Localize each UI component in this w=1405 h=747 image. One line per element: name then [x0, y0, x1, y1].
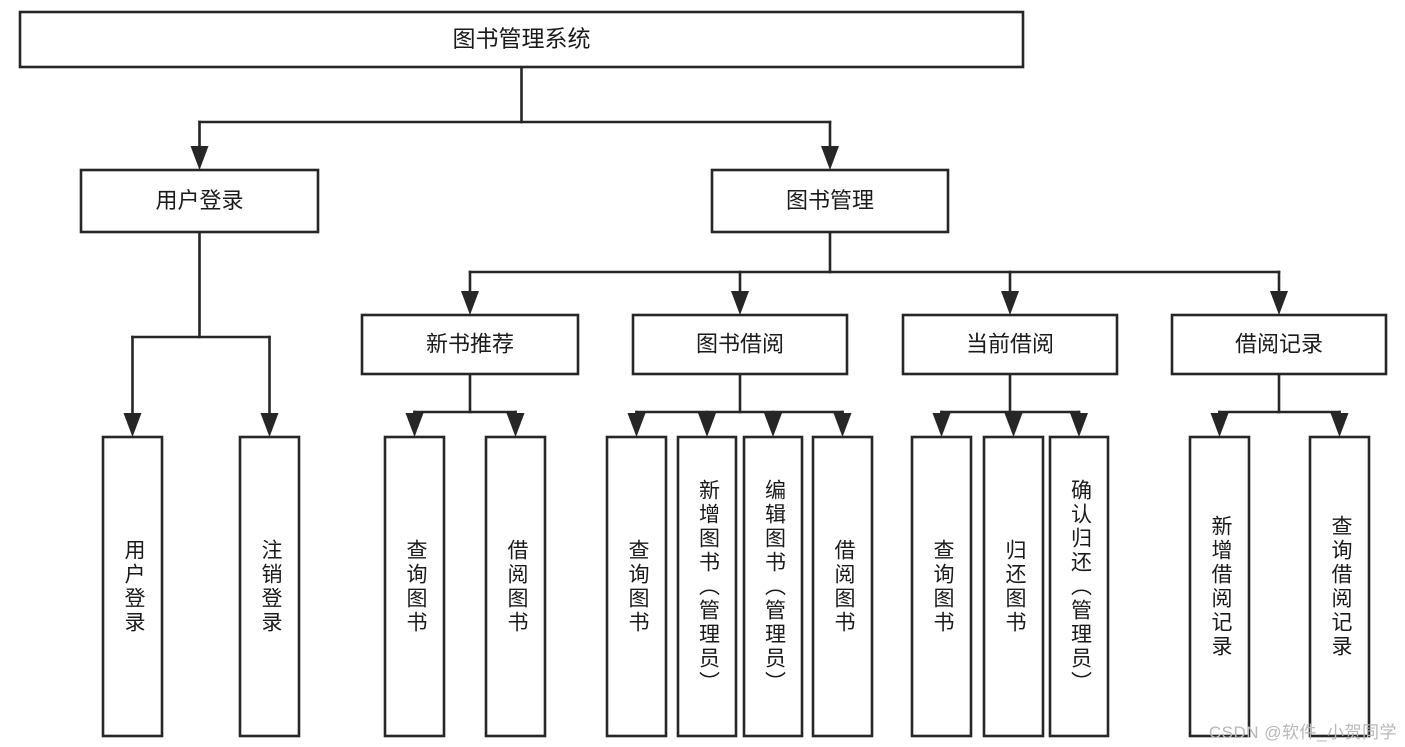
- arrow-head-icon: [764, 413, 782, 437]
- node-current-borrow-label: 当前借阅: [966, 331, 1054, 356]
- node-borrow-record[interactable]: 借阅记录: [1170, 313, 1388, 376]
- node-root-label: 图书管理系统: [453, 26, 591, 52]
- node-leaf-user-logout-box[interactable]: [238, 435, 301, 738]
- node-borrow-record-label: 借阅记录: [1235, 331, 1323, 356]
- node-book-manage-box: [710, 168, 950, 234]
- arrow-head-icon: [1210, 413, 1229, 437]
- node-leaf-return-book-box[interactable]: [982, 435, 1045, 738]
- node-current-borrow-box: [901, 313, 1119, 376]
- node-leaf-user-login-box[interactable]: [101, 435, 164, 738]
- node-new-book-recommend-label: 新书推荐: [426, 331, 514, 356]
- arrow-head-icon: [1330, 413, 1349, 437]
- node-leaf-confirm-return-box[interactable]: [1048, 435, 1110, 738]
- arrow-head-icon: [627, 413, 646, 437]
- node-root-box: [18, 10, 1025, 69]
- arrow-head-icon: [190, 146, 209, 170]
- arrow-head-icon: [461, 291, 479, 315]
- node-user-login-label: 用户登录: [155, 188, 243, 213]
- arrow-head-icon: [731, 291, 749, 315]
- arrow-head-icon: [405, 413, 424, 437]
- node-leaf-query-book-rec-box[interactable]: [383, 435, 446, 738]
- arrow-head-icon: [833, 413, 852, 437]
- arrow-head-icon: [123, 413, 142, 437]
- node-book-borrow[interactable]: 图书借阅: [631, 313, 849, 376]
- arrow-head-icon: [506, 413, 525, 437]
- node-leaf-add-book-box[interactable]: [676, 435, 738, 738]
- node-leaf-query-book-brw-box[interactable]: [605, 435, 668, 738]
- edges-layer: [123, 65, 1349, 437]
- csdn-watermark: CSDN @软件_小贺同学: [1208, 723, 1397, 742]
- node-current-borrow[interactable]: 当前借阅: [901, 313, 1119, 376]
- arrow-head-icon: [821, 146, 839, 170]
- node-leaf-add-borrow-record-box[interactable]: [1188, 435, 1251, 738]
- node-leaf-edit-book-box[interactable]: [742, 435, 804, 738]
- node-user-login-box: [79, 168, 320, 234]
- arrow-head-icon: [932, 413, 951, 437]
- node-book-manage-label: 图书管理: [786, 188, 874, 213]
- node-leaf-query-borrow-record-box[interactable]: [1308, 435, 1371, 738]
- arrow-head-icon: [1004, 413, 1023, 437]
- arrow-head-icon: [1070, 413, 1088, 437]
- node-borrow-record-box: [1170, 313, 1388, 376]
- arrow-head-icon: [1001, 291, 1019, 315]
- node-leaf-borrow-book-rec-box[interactable]: [484, 435, 547, 738]
- node-root[interactable]: 图书管理系统: [18, 10, 1025, 69]
- node-user-login[interactable]: 用户登录: [79, 168, 320, 234]
- node-new-book-recommend-box: [360, 313, 580, 376]
- node-book-borrow-label: 图书借阅: [696, 331, 784, 356]
- node-book-borrow-box: [631, 313, 849, 376]
- arrow-head-icon: [1270, 291, 1288, 315]
- node-new-book-recommend[interactable]: 新书推荐: [360, 313, 580, 376]
- arrow-head-icon: [260, 413, 279, 437]
- node-leaf-borrow-book-brw-box[interactable]: [811, 435, 874, 738]
- node-leaf-query-book-cur-box[interactable]: [910, 435, 973, 738]
- arrow-head-icon: [698, 413, 716, 437]
- node-book-manage[interactable]: 图书管理: [710, 168, 950, 234]
